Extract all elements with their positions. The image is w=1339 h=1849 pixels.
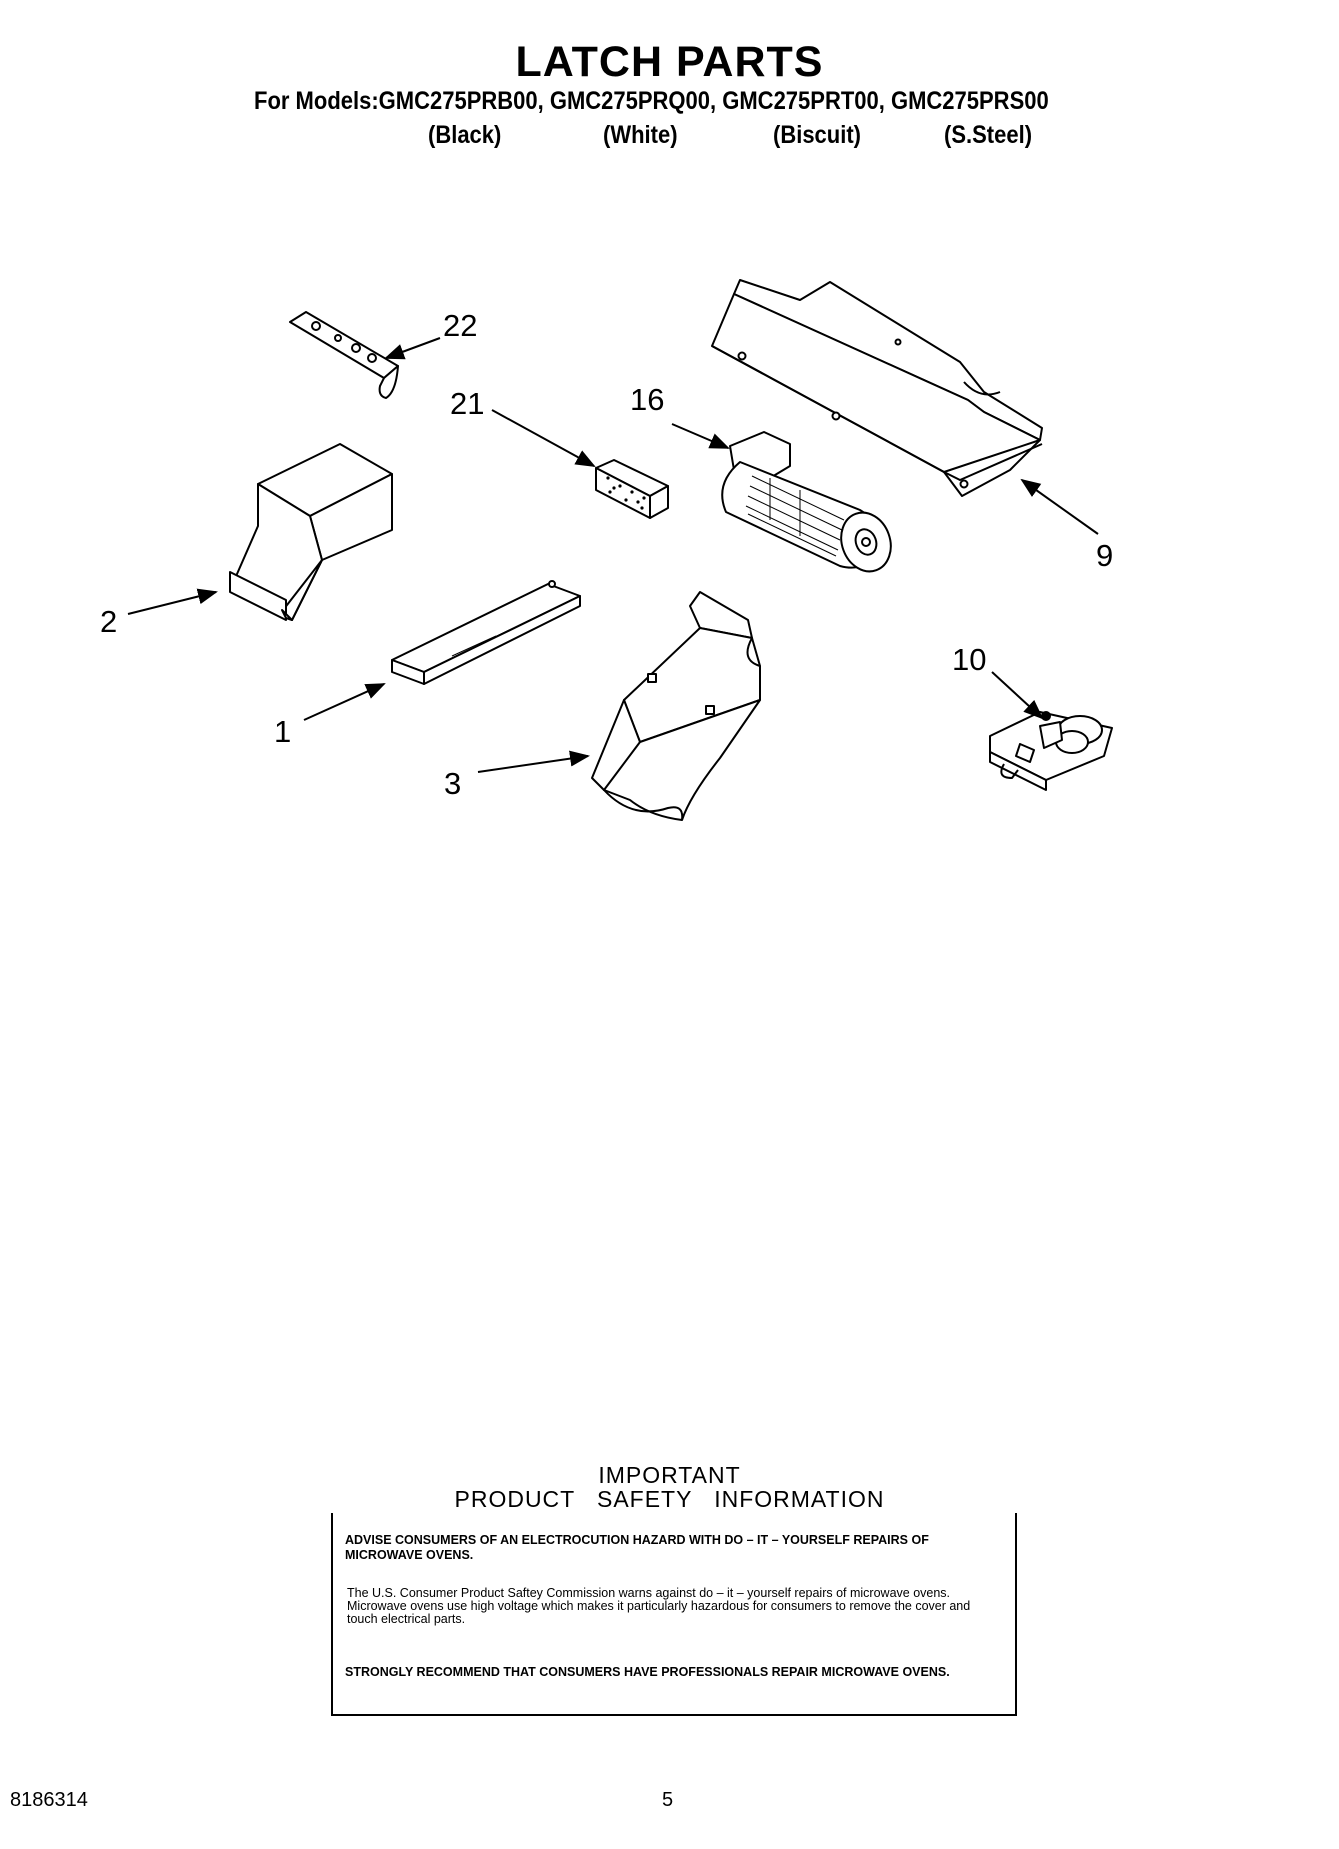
part-9-panel	[711, 279, 1043, 497]
color-black: (Black)	[428, 121, 502, 149]
part-3-duct	[591, 591, 761, 821]
callout-21: 21	[450, 386, 484, 421]
part-1-channel	[391, 580, 581, 685]
callout-22: 22	[443, 308, 477, 343]
part-22-bracket	[289, 311, 399, 399]
callout-2: 2	[100, 604, 117, 639]
page-number: 5	[662, 1789, 674, 1811]
callout-9: 9	[1096, 538, 1113, 573]
part-10-latch-assembly	[989, 711, 1113, 791]
part-21-block	[595, 459, 669, 519]
part-2-duct	[229, 443, 393, 621]
safety-warning-1: ADVISE CONSUMERS OF AN ELECTROCUTION HAZ…	[345, 1533, 929, 1562]
page-title: LATCH PARTS	[515, 38, 824, 86]
safety-info-box: ADVISE CONSUMERS OF AN ELECTROCUTION HAZ…	[331, 1513, 1017, 1716]
callout-1: 1	[274, 714, 291, 749]
color-biscuit: (Biscuit)	[773, 121, 861, 149]
callout-3: 3	[444, 766, 461, 801]
part-16-blower	[721, 431, 892, 573]
safety-heading-product: PRODUCT SAFETY INFORMATION	[454, 1486, 885, 1512]
safety-body: The U.S. Consumer Product Saftey Commiss…	[347, 1586, 971, 1626]
models-line: For Models:GMC275PRB00, GMC275PRQ00, GMC…	[254, 87, 1049, 115]
callout-10: 10	[952, 642, 986, 677]
safety-heading-important: IMPORTANT	[598, 1462, 741, 1488]
document-number: 8186314	[10, 1789, 88, 1811]
color-stainless: (S.Steel)	[944, 121, 1033, 149]
callout-16: 16	[630, 382, 664, 417]
color-white: (White)	[603, 121, 678, 149]
safety-warning-2: STRONGLY RECOMMEND THAT CONSUMERS HAVE P…	[345, 1665, 950, 1679]
